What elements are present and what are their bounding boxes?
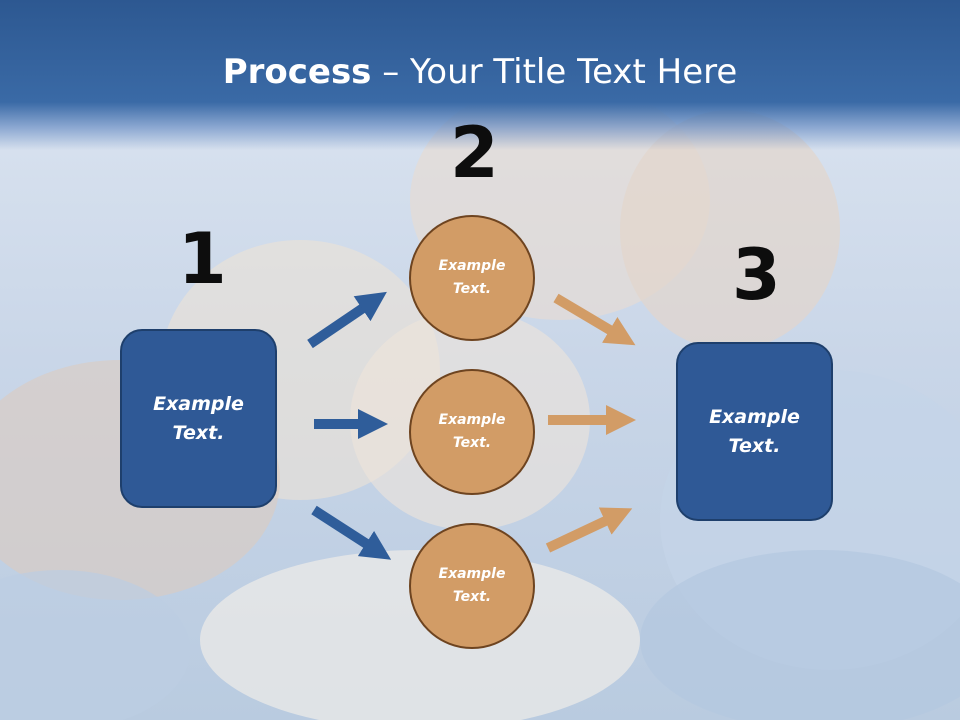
left-box-line2: Text. <box>172 421 225 444</box>
circle-bottom-line1: Example <box>438 566 506 582</box>
right-box-line2: Text. <box>728 434 781 457</box>
arrow-left-to-bottom <box>311 505 392 560</box>
arrow-top-to-right <box>553 293 636 346</box>
circle-middle-line2: Text. <box>452 435 492 451</box>
circle-bottom-line2: Text. <box>452 589 492 605</box>
circle-top-line2: Text. <box>452 281 492 297</box>
left-box-line1: Example <box>153 392 244 415</box>
arrow-bottom-to-right <box>545 507 633 553</box>
page-title: Process – Your Title Text Here <box>0 52 960 92</box>
title-bar <box>0 0 960 150</box>
arrow-left-to-top <box>307 291 387 349</box>
step-number-1: 1 <box>178 218 227 300</box>
step-number-2: 2 <box>450 112 499 194</box>
circle-middle-line1: Example <box>438 412 506 428</box>
step-number-3: 3 <box>732 234 781 316</box>
title-rest: – Your Title Text Here <box>371 52 738 92</box>
right-box-line1: Example <box>709 405 800 428</box>
circle-top-line1: Example <box>438 258 506 274</box>
title-bold: Process <box>222 52 372 92</box>
